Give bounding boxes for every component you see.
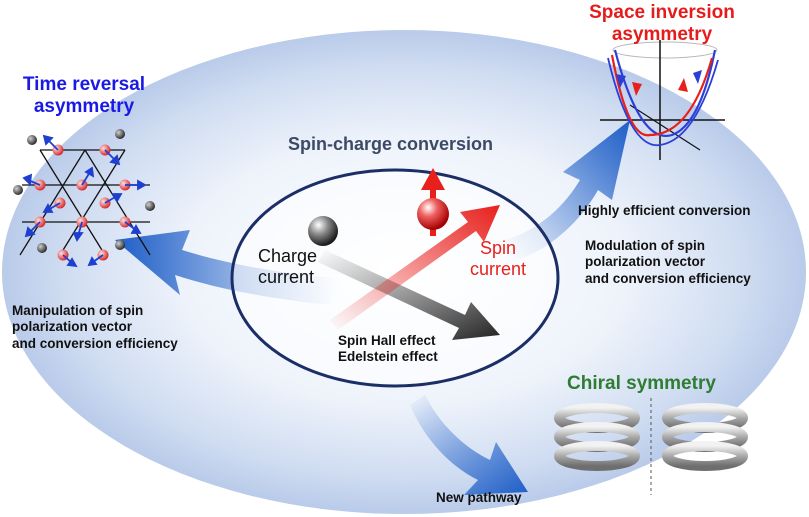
spin-current-label: Spin current bbox=[470, 238, 527, 279]
charge-current-arrow bbox=[318, 250, 500, 340]
spin-sphere-icon bbox=[417, 168, 449, 236]
manipulation-label: Manipulation of spin polarization vector… bbox=[12, 303, 178, 351]
spin-current-arrow bbox=[330, 205, 500, 330]
effects-label: Spin Hall effect Edelstein effect bbox=[338, 333, 438, 365]
modulation-label: Modulation of spin polarization vector a… bbox=[585, 238, 751, 286]
rashba-band-icon bbox=[600, 40, 725, 160]
helix-icon bbox=[554, 398, 748, 495]
charge-sphere-icon bbox=[308, 216, 338, 246]
spin-charge-conversion-title: Spin-charge conversion bbox=[288, 134, 494, 154]
chiral-symmetry-title: Chiral symmetry bbox=[567, 373, 716, 394]
new-pathway-label: New pathway bbox=[436, 490, 522, 505]
time-reversal-title: Time reversal asymmetry bbox=[22, 74, 146, 117]
arrow-to-new-pathway bbox=[410, 395, 528, 495]
space-inversion-title: Space inversion asymmetry bbox=[589, 2, 735, 45]
charge-current-label: Charge current bbox=[258, 246, 318, 287]
kagome-spin-arrows bbox=[22, 134, 147, 268]
highly-efficient-label: Highly efficient conversion bbox=[578, 203, 751, 218]
